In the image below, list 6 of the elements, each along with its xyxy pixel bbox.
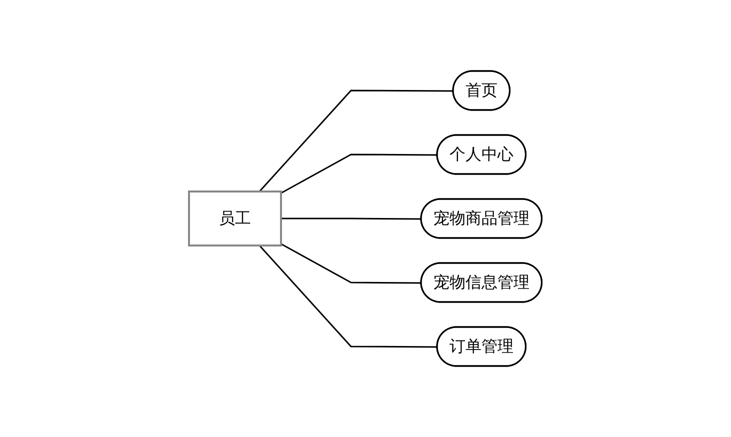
connector [281, 218, 422, 220]
connector [259, 90, 454, 192]
connector [259, 245, 438, 348]
connector [280, 243, 422, 284]
node-box: 员工 [188, 190, 282, 246]
connector [280, 154, 438, 194]
